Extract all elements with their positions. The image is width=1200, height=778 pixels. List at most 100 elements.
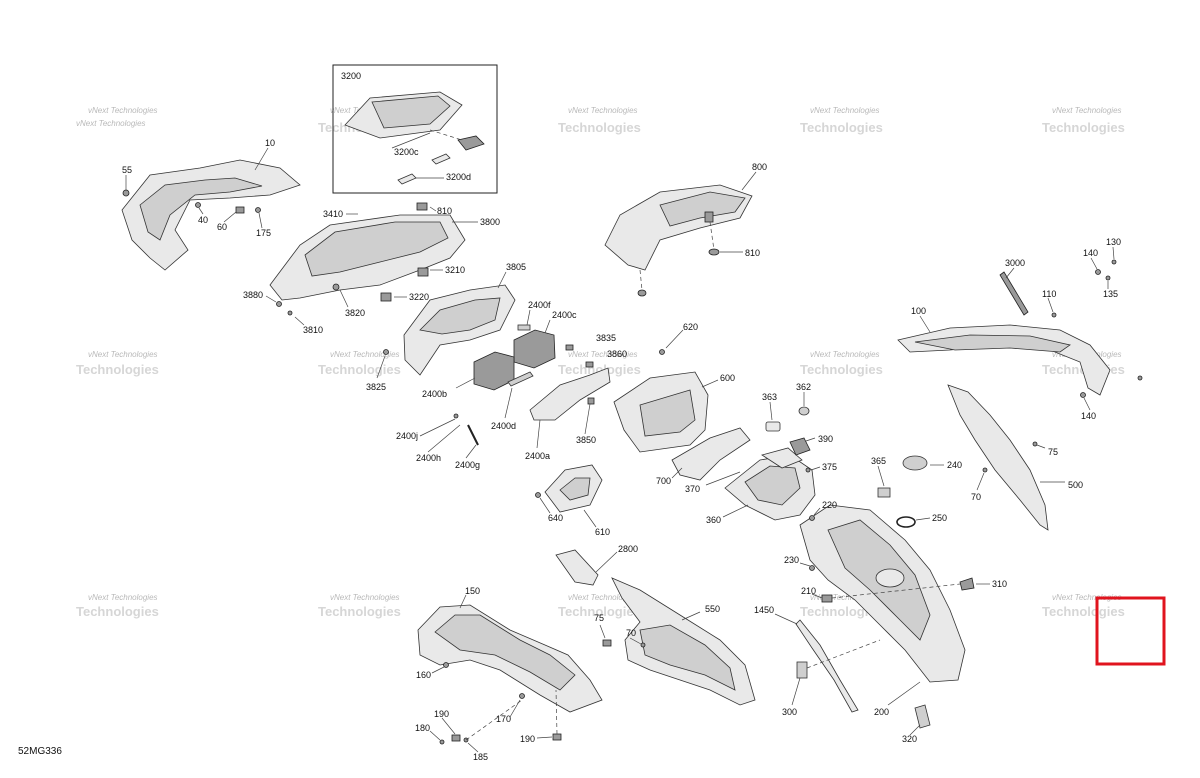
part-230-screw[interactable] (809, 565, 815, 571)
label-2400a[interactable]: 2400a (525, 451, 550, 461)
highlight-box[interactable] (1095, 596, 1166, 666)
part-130-screw[interactable] (1111, 259, 1117, 265)
label-3200[interactable]: 3200 (341, 71, 361, 81)
part-3860-clip[interactable] (585, 361, 594, 368)
label-3810[interactable]: 3810 (303, 325, 323, 335)
label-2400b[interactable]: 2400b (422, 389, 447, 399)
part-300-plate[interactable] (796, 661, 808, 679)
part-140a-fastener[interactable] (1095, 269, 1101, 275)
part-3200-latch[interactable] (457, 135, 485, 151)
label-600[interactable]: 600 (720, 373, 735, 383)
label-370[interactable]: 370 (685, 484, 700, 494)
part-363-cap[interactable] (765, 421, 781, 432)
label-190[interactable]: 190 (434, 709, 449, 719)
label-130[interactable]: 130 (1106, 237, 1121, 247)
label-200[interactable]: 200 (874, 707, 889, 717)
label-610[interactable]: 610 (595, 527, 610, 537)
part-320-cover[interactable] (914, 704, 931, 729)
label-60[interactable]: 60 (217, 222, 227, 232)
part-362-plug[interactable] (798, 406, 810, 416)
part-220-screw[interactable] (809, 515, 815, 521)
label-390[interactable]: 390 (818, 434, 833, 444)
label-175[interactable]: 175 (256, 228, 271, 238)
label-140[interactable]: 140 (1081, 411, 1096, 421)
part-370-trim[interactable] (761, 447, 803, 469)
label-3880[interactable]: 3880 (243, 290, 263, 300)
part-3850-clip[interactable] (587, 397, 595, 405)
label-362[interactable]: 362 (796, 382, 811, 392)
label-2800[interactable]: 2800 (618, 544, 638, 554)
part-390-switch[interactable] (789, 437, 811, 456)
label-240[interactable]: 240 (947, 460, 962, 470)
label-550[interactable]: 550 (705, 604, 720, 614)
part-3880-fastener[interactable] (276, 301, 282, 307)
label-75[interactable]: 75 (1048, 447, 1058, 457)
label-3200c[interactable]: 3200c (394, 147, 419, 157)
part-1450-rod[interactable] (795, 619, 859, 713)
label-3220[interactable]: 3220 (409, 292, 429, 302)
label-230[interactable]: 230 (784, 555, 799, 565)
part-160-fastener[interactable] (443, 662, 449, 668)
part-700-cover[interactable] (671, 427, 751, 481)
label-70[interactable]: 70 (626, 628, 636, 638)
part-2400g-tie[interactable] (467, 424, 479, 446)
part-3200c-pin[interactable] (431, 153, 451, 165)
part-100-screw[interactable] (1137, 375, 1143, 381)
part-3820-fastener[interactable] (332, 283, 340, 291)
label-3200d[interactable]: 3200d (446, 172, 471, 182)
part-3220-connector[interactable] (380, 292, 392, 302)
part-365-clip[interactable] (877, 487, 891, 498)
label-55[interactable]: 55 (122, 165, 132, 175)
label-300[interactable]: 300 (782, 707, 797, 717)
part-70a-screw[interactable] (982, 467, 988, 473)
label-190[interactable]: 190 (520, 734, 535, 744)
label-320[interactable]: 320 (902, 734, 917, 744)
part-810-grommet[interactable] (708, 248, 720, 256)
label-700[interactable]: 700 (656, 476, 671, 486)
label-3850[interactable]: 3850 (576, 435, 596, 445)
label-800[interactable]: 800 (752, 162, 767, 172)
label-110[interactable]: 110 (1042, 289, 1056, 299)
part-210-clip[interactable] (821, 594, 833, 603)
part-60-clip[interactable] (235, 206, 245, 214)
part-2400a-bracket[interactable] (529, 367, 611, 421)
part-2400j-screw[interactable] (453, 413, 459, 419)
part-3210-connector[interactable] (417, 267, 429, 277)
part-55-fastener[interactable] (122, 189, 130, 197)
part-500-panel[interactable] (947, 384, 1049, 531)
label-1450[interactable]: 1450 (754, 605, 774, 615)
label-620[interactable]: 620 (683, 322, 698, 332)
label-135[interactable]: 135 (1103, 289, 1118, 299)
label-640[interactable]: 640 (548, 513, 563, 523)
label-210[interactable]: 210 (801, 586, 816, 596)
label-365[interactable]: 365 (871, 456, 886, 466)
part-40-fastener[interactable] (195, 202, 201, 208)
part-3825-fastener[interactable] (383, 349, 389, 355)
part-3810-fastener[interactable] (287, 310, 293, 316)
label-170[interactable]: 170 (496, 714, 511, 724)
label-70[interactable]: 70 (971, 492, 981, 502)
part-240-ring[interactable] (902, 455, 928, 471)
label-220[interactable]: 220 (822, 500, 837, 510)
part-180-screw[interactable] (439, 739, 445, 745)
part-310-clip[interactable] (959, 577, 975, 591)
part-3000-strip[interactable] (999, 271, 1029, 316)
label-3210[interactable]: 3210 (445, 265, 465, 275)
label-180[interactable]: 180 (415, 723, 430, 733)
part-190b-nut[interactable] (552, 733, 562, 741)
part-190a-nut[interactable] (451, 734, 461, 742)
part-250-ring[interactable] (896, 516, 916, 528)
label-100[interactable]: 100 (911, 306, 926, 316)
part-640-fastener[interactable] (535, 492, 541, 498)
part-75b-clip[interactable] (602, 639, 612, 647)
label-185[interactable]: 185 (473, 752, 488, 762)
label-3800[interactable]: 3800 (480, 217, 500, 227)
part-2400c-module[interactable] (513, 329, 556, 369)
label-810[interactable]: 810 (437, 206, 452, 216)
label-3825[interactable]: 3825 (366, 382, 386, 392)
part-2400d-strap[interactable] (507, 371, 534, 387)
label-3860[interactable]: 3860 (607, 349, 627, 359)
label-3805[interactable]: 3805 (506, 262, 526, 272)
label-160[interactable]: 160 (416, 670, 431, 680)
part-3200d-pin[interactable] (397, 173, 417, 185)
